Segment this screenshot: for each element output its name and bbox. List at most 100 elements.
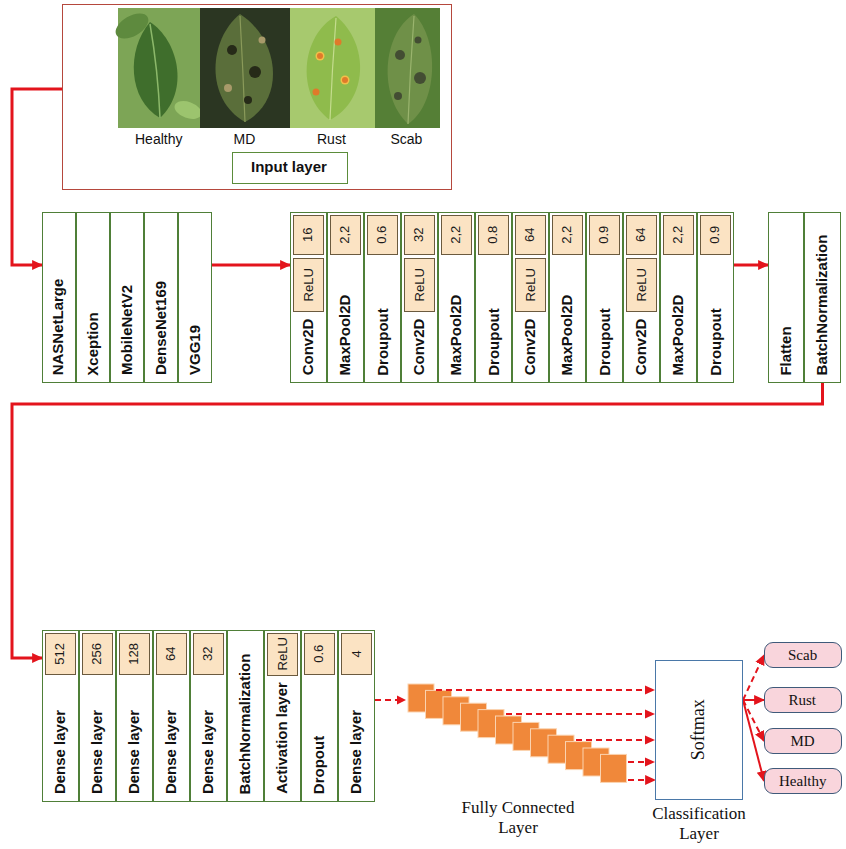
layer-column: Xception — [76, 212, 110, 383]
param-tag: 64 — [156, 633, 187, 675]
layer-name: VGG19 — [186, 325, 204, 375]
layer-caption: Classification Layer — [644, 804, 754, 843]
layer-column: Dense layer32 — [190, 630, 227, 802]
param-tag: 0.6 — [304, 633, 335, 675]
layer-column: MaxPool2D 2,2 — [438, 212, 475, 383]
param-value: ReLU — [522, 268, 538, 301]
leaf-photo — [290, 8, 375, 128]
param-tag: ReLU — [515, 258, 546, 312]
leaf-photo — [224, 84, 232, 92]
layer-column: MaxPool2D 2,2 — [660, 212, 697, 383]
param-tag: 2,2 — [663, 215, 694, 255]
layer-column: BatchNormalization — [804, 212, 841, 383]
layer-name: BatchNormalization — [813, 234, 831, 375]
param-tag: 32 — [193, 633, 224, 675]
layer-column: Droupout0.9 — [586, 212, 623, 383]
param-value: 2,2 — [670, 225, 686, 243]
caption-text: Classification Layer — [644, 804, 754, 843]
param-value: 2,2 — [337, 225, 353, 243]
layer-name: MaxPool2D — [558, 294, 576, 375]
layer-column: Activation layerReLU — [264, 630, 301, 802]
leaf-photo — [394, 92, 402, 100]
caption-text: Fully Connected Layer — [448, 798, 588, 837]
layer-name: BatchNormalization — [236, 653, 254, 794]
param-value: ReLU — [300, 268, 316, 301]
flow-arrow — [734, 264, 768, 267]
leaf-photo — [240, 16, 245, 122]
leaf-photo — [172, 98, 204, 123]
layer-name: MaxPool2D — [447, 294, 465, 375]
param-tag: 256 — [82, 633, 113, 675]
layer-column: Conv2D 64ReLU — [512, 212, 549, 383]
leaf-photo — [415, 37, 422, 44]
param-value: 256 — [89, 642, 105, 664]
dashed-arrow — [628, 761, 647, 763]
param-tag: 0.8 — [478, 215, 509, 255]
param-tag: 64 — [626, 215, 657, 255]
leaf-photo — [150, 24, 160, 118]
param-value: 16 — [300, 227, 316, 241]
leaf-photo — [330, 18, 336, 120]
arrow-head — [645, 758, 655, 767]
layer-name: MobileNetV2 — [118, 285, 136, 375]
param-value: ReLU — [411, 268, 427, 301]
layer-column: MaxPool2D 2,2 — [549, 212, 586, 383]
dashed-arrow — [436, 689, 647, 691]
leaf-photo — [134, 22, 178, 118]
layer-column: Dropout0.6 — [301, 630, 338, 802]
layer-column: Dense layer4 — [338, 630, 375, 802]
layer-name: Conv2D — [521, 318, 539, 375]
flow-arrow — [212, 264, 290, 267]
param-tag: ReLU — [267, 633, 298, 676]
class-name: Scab — [788, 646, 817, 664]
leaf-photo — [388, 14, 433, 124]
flow-arrow — [743, 700, 764, 781]
param-value: ReLU — [274, 637, 290, 670]
leaf-photo — [395, 50, 405, 60]
param-value: 512 — [52, 642, 68, 664]
class-name: Healthy — [779, 772, 826, 790]
layer-name: Conv2D — [410, 318, 428, 375]
layer-name: MaxPool2D — [669, 294, 687, 375]
param-value: 2,2 — [448, 225, 464, 243]
param-value: 64 — [163, 646, 179, 660]
layer-column: MaxPool2D 2,2 — [327, 212, 364, 383]
layer-column: Dense layer256 — [79, 630, 116, 802]
input-panel: HealthyMDRustScabInput layer — [62, 4, 452, 190]
layer-name: Droupout — [373, 308, 391, 375]
param-tag: 16 — [293, 215, 324, 255]
dashed-arrow — [506, 713, 647, 715]
leaf-caption: Scab — [391, 131, 423, 148]
param-value: 64 — [522, 227, 538, 241]
leaf-photo — [215, 14, 273, 122]
class-box: Healthy — [764, 768, 842, 794]
layer-column: Conv2D64ReLU — [623, 212, 660, 383]
param-value: 0.8 — [485, 225, 501, 243]
flow-arrow — [12, 383, 823, 658]
layer-name: Dense layer — [125, 710, 143, 794]
param-tag: ReLU — [293, 258, 324, 312]
layer-name: Dense layer — [162, 710, 180, 794]
class-box: Rust — [764, 687, 842, 713]
param-tag: 2,2 — [330, 215, 361, 255]
param-value: 0.9 — [707, 225, 723, 243]
param-value: 32 — [200, 646, 216, 660]
leaf-caption: Healthy — [135, 131, 182, 148]
leaf-photo — [341, 76, 350, 85]
param-tag: 0.6 — [367, 215, 398, 255]
leaf-photo — [317, 53, 323, 59]
leaf-photo — [200, 8, 290, 128]
class-name: MD — [791, 732, 815, 750]
class-box: Scab — [764, 642, 842, 668]
arrow-head — [645, 686, 655, 695]
param-tag: 2,2 — [552, 215, 583, 255]
param-value: ReLU — [633, 268, 649, 301]
layer-column: Dense layer 128 — [116, 630, 153, 802]
layer-name: MaxPool2D — [336, 294, 354, 375]
neuron-square — [601, 754, 627, 782]
flow-arrow — [743, 699, 764, 701]
leaf-photo — [259, 37, 266, 44]
param-value: 128 — [126, 642, 142, 664]
layer-column: NASNetLarge — [42, 212, 76, 383]
